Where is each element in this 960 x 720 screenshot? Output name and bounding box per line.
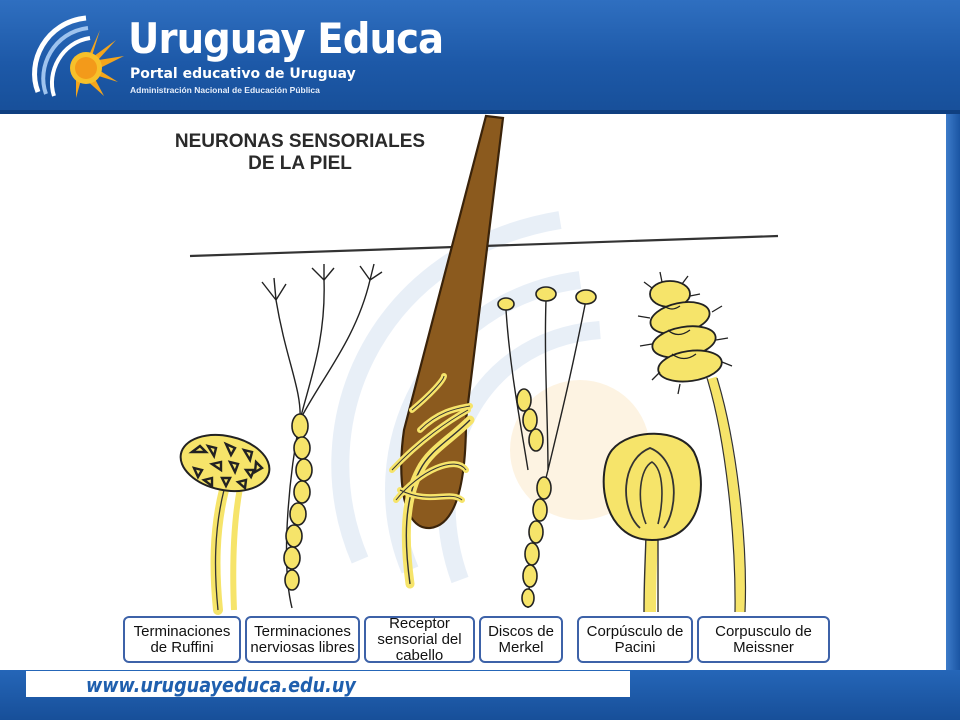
header-banner	[0, 0, 960, 114]
label-free-nerve-endings: Terminaciones nerviosas libres	[245, 616, 360, 663]
hair-receptor	[389, 114, 505, 589]
brand-title: Uruguay Educa	[128, 14, 444, 63]
diagram-title-line-1: NEURONAS SENSORIALES	[174, 131, 426, 152]
label-meissner-corpuscle: Corpusculo de Meissner	[697, 616, 830, 663]
label-merkel-discs: Discos de Merkel	[479, 616, 563, 663]
footer-website-link[interactable]: www.uruguayeduca.edu.uy	[86, 673, 356, 697]
free-nerve-endings	[261, 263, 383, 609]
label-pacinian-corpuscle: Corpúsculo de Pacini	[577, 616, 693, 663]
label-hair-receptor: Receptor sensorial del cabello	[364, 616, 475, 663]
label-ruffini: Terminaciones de Ruffini	[123, 616, 241, 663]
footer-url-strip	[26, 671, 630, 697]
ruffini-ending	[179, 433, 271, 615]
uruguay-educa-logo-icon	[32, 15, 124, 98]
pacinian-corpuscle	[602, 432, 702, 613]
diagram-title: NEURONAS SENSORIALES DE LA PIEL	[140, 131, 460, 175]
brand-tagline: Administración Nacional de Educación Púb…	[130, 85, 320, 95]
meissner-corpuscle	[637, 271, 747, 613]
diagram-title-line-2: DE LA PIEL	[248, 153, 352, 174]
right-side-bar	[946, 114, 960, 670]
merkel-discs	[497, 286, 597, 609]
header-divider	[0, 110, 960, 114]
brand-subtitle: Portal educativo de Uruguay	[130, 66, 356, 82]
